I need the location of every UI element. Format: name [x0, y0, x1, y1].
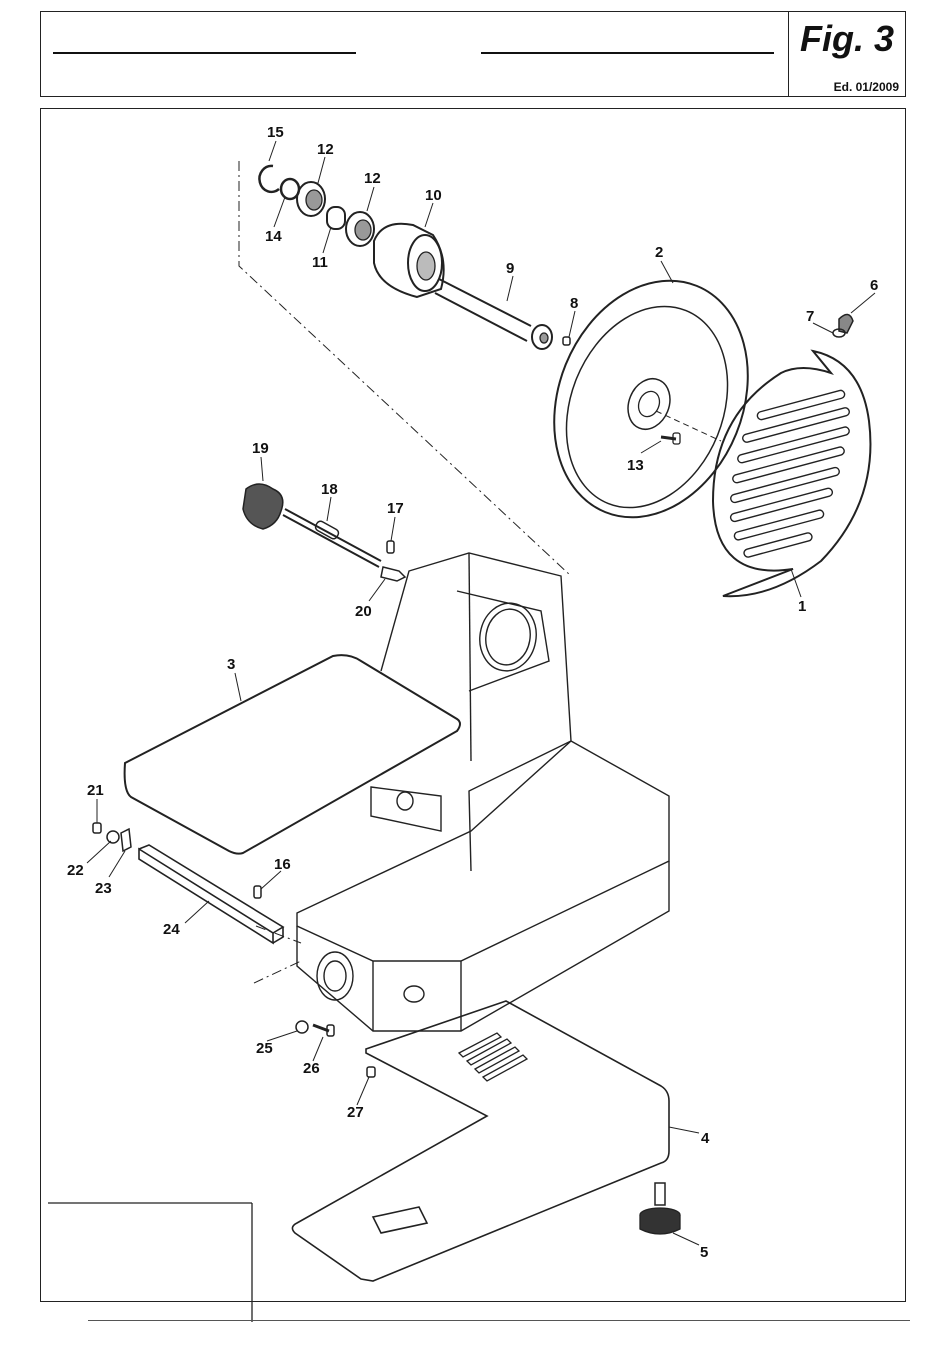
label-part-10: 10 — [425, 187, 442, 204]
label-part-23: 23 — [95, 880, 112, 897]
screw-8 — [563, 337, 570, 345]
label-part-9: 9 — [506, 260, 514, 277]
bracket-23 — [121, 829, 131, 851]
label-part-12a: 12 — [317, 141, 334, 158]
label-part-21: 21 — [87, 782, 104, 799]
label-part-1: 1 — [798, 598, 806, 615]
label-part-7: 7 — [806, 308, 814, 325]
grub-screw-17 — [387, 541, 394, 553]
screw-21 — [93, 823, 101, 833]
assembly-axis-line-2 — [254, 961, 301, 983]
header-blank-line-right — [481, 52, 774, 54]
label-part-26: 26 — [303, 1060, 320, 1077]
circlip-15 — [259, 166, 279, 192]
exploded-view-diagram: 1 2 3 4 5 6 7 8 9 10 11 12 12 13 14 15 1… — [41, 109, 906, 1302]
title-block: Fig. 3 Ed. 01/2009 — [40, 11, 906, 97]
blade-2 — [520, 251, 782, 546]
washer-25 — [296, 1021, 308, 1033]
label-part-20: 20 — [355, 603, 372, 620]
hub-10 — [374, 224, 444, 297]
label-part-5: 5 — [700, 1244, 708, 1261]
label-part-27: 27 — [347, 1104, 364, 1121]
label-part-13: 13 — [627, 457, 644, 474]
label-part-8: 8 — [570, 295, 578, 312]
label-part-2: 2 — [655, 244, 663, 261]
knob-19 — [243, 484, 283, 529]
bearing-12-b — [346, 212, 374, 246]
exploded-view-frame: 1 2 3 4 5 6 7 8 9 10 11 12 12 13 14 15 1… — [40, 108, 906, 1302]
part-number-labels: 1 2 3 4 5 6 7 8 9 10 11 12 12 13 14 15 1… — [67, 124, 878, 1261]
bearing-12-a — [297, 182, 325, 216]
grub-screw-16 — [254, 886, 261, 898]
bottom-cover-4 — [292, 1001, 669, 1281]
bolt-26 — [313, 1025, 334, 1036]
spacer-11 — [327, 207, 345, 229]
washer-22 — [107, 831, 119, 843]
footer-rule — [88, 1320, 910, 1321]
rod-18 — [283, 509, 381, 567]
blade-guard-1 — [713, 351, 870, 596]
note-box — [48, 1202, 252, 1322]
knob-6 — [839, 314, 853, 333]
label-part-16: 16 — [274, 856, 291, 873]
leader-lines — [87, 141, 875, 1245]
label-part-18: 18 — [321, 481, 338, 498]
label-part-6: 6 — [870, 277, 878, 294]
foot-5 — [640, 1183, 680, 1234]
label-part-24: 24 — [163, 921, 180, 938]
label-part-4: 4 — [701, 1130, 710, 1147]
figure-title: Fig. 3 — [788, 18, 906, 60]
label-part-22: 22 — [67, 862, 84, 879]
header-blank-line-left — [53, 52, 356, 54]
label-part-19: 19 — [252, 440, 269, 457]
label-part-25: 25 — [256, 1040, 273, 1057]
label-part-12b: 12 — [364, 170, 381, 187]
label-part-11: 11 — [312, 254, 328, 271]
label-part-15: 15 — [267, 124, 284, 141]
note-box-outline — [48, 1202, 254, 1324]
screw-13 — [661, 433, 680, 444]
label-part-17: 17 — [387, 500, 404, 517]
label-part-3: 3 — [227, 656, 235, 673]
shaft-9 — [435, 279, 552, 349]
screw-27 — [367, 1067, 375, 1077]
edition-label: Ed. 01/2009 — [834, 80, 899, 94]
machine-body — [297, 553, 669, 1031]
label-part-14: 14 — [265, 228, 282, 245]
